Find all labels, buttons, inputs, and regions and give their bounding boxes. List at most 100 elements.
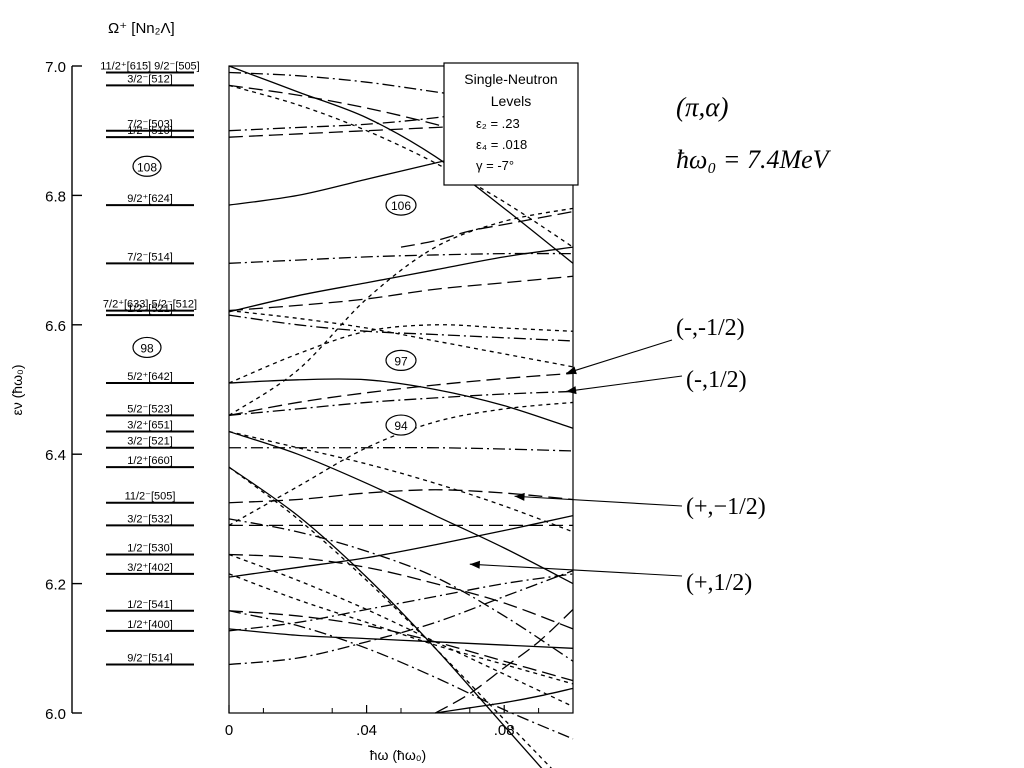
level-curve-29	[228, 324, 574, 384]
level-label-11: 3/2⁻[521]	[127, 436, 173, 448]
level-header: Ω⁺ [Nn₂Λ]	[108, 20, 175, 37]
level-curve-20	[229, 446, 574, 452]
level-curve-4	[228, 246, 574, 313]
parameter-box-line-4: ε₄ = .018	[476, 137, 527, 152]
level-curve-12	[228, 553, 574, 630]
level-label-16: 3/2⁺[402]	[127, 562, 173, 574]
level-curve-2	[228, 628, 574, 649]
level-curve-37	[228, 573, 574, 685]
level-curve-0	[228, 466, 543, 768]
level-scheme: 11/2⁺[615] 9/2⁻[505]3/2⁻[512]7/2⁻[503]1/…	[100, 60, 200, 666]
shell-gap-circle-1	[132, 336, 162, 359]
level-label-8: 5/2⁺[642]	[127, 371, 173, 383]
legend-arrow-head-0	[566, 366, 577, 375]
plot-gap-label-1: 97	[394, 354, 408, 368]
y-tick-label-1: 6.2	[45, 577, 66, 594]
shell-gap-circle-0	[132, 155, 162, 177]
level-label-12: 1/2⁺[660]	[127, 455, 173, 467]
y-axis-label: εν (ħω₀)	[9, 365, 25, 416]
shell-gap-label-0: 108	[137, 160, 157, 174]
level-curve-17	[400, 210, 574, 248]
parameter-box-line-3: ε₂ = .23	[476, 116, 520, 131]
level-curve-28	[228, 610, 574, 740]
level-curve-26	[228, 570, 574, 666]
level-curve-9	[228, 372, 574, 417]
y-tick-label-5: 7.0	[45, 59, 66, 76]
legend-arrow-head-1	[566, 386, 577, 395]
style-legend-arrows	[469, 339, 683, 577]
x-axis-label: ħω (ħω₀)	[370, 747, 426, 763]
level-label-9: 5/2⁻[523]	[127, 403, 173, 415]
x-tick-group: 0 .04 .08	[225, 705, 540, 739]
style-legend-entry-4: (+,1/2)	[686, 570, 752, 596]
style-legend: (π,α) ħω₀ = 7.4MeV (-,-1/2) (-,1/2) (+,−…	[469, 92, 832, 596]
level-curve-18	[435, 609, 574, 714]
level-curve-21	[228, 314, 574, 342]
style-legend-subtitle: ħω₀ = 7.4MeV	[676, 145, 832, 174]
level-label-3: 1/2⁻[510]	[127, 125, 173, 137]
plot-gap-circle-2	[385, 414, 417, 436]
shell-gap-label-1: 98	[140, 341, 154, 355]
parameter-box-line-2: Levels	[491, 93, 531, 109]
level-label-18: 1/2⁺[400]	[127, 619, 173, 631]
level-label-15: 1/2⁻[530]	[127, 542, 173, 554]
x-tick-label-0: 0	[225, 722, 233, 739]
plot-gap-label-2: 94	[394, 419, 408, 433]
level-curve-25	[228, 518, 574, 662]
style-legend-entry-2: (-,1/2)	[686, 367, 747, 393]
level-label-13: 11/2⁻[505]	[125, 491, 176, 503]
level-label-10: 3/2⁺[651]	[127, 420, 173, 432]
level-curve-6	[228, 65, 574, 264]
level-curve-32	[228, 466, 553, 768]
y-axis: 6.0 6.2 6.4 6.6 6.8 7.0 εν (ħω₀)	[9, 59, 82, 723]
parameter-box-line-5: γ = -7°	[476, 158, 514, 173]
level-curve-22	[228, 252, 574, 264]
plot-gap-label-0: 106	[391, 199, 411, 213]
level-label-1: 3/2⁻[512]	[127, 73, 173, 85]
level-curve-14	[228, 275, 574, 312]
level-label-6: 7/2⁺[633] 5/2⁻[512]	[103, 299, 197, 311]
level-curve-27	[228, 573, 574, 632]
level-curve-8	[435, 687, 574, 714]
y-tick-label-2: 6.4	[45, 447, 66, 464]
legend-arrow-head-3	[469, 560, 481, 569]
legend-arrow-line-0	[565, 339, 673, 374]
legend-arrow-line-1	[566, 375, 683, 392]
y-tick-label-3: 6.6	[45, 318, 66, 335]
style-legend-entry-1: (-,-1/2)	[676, 315, 745, 341]
style-legend-title: (π,α)	[676, 92, 728, 122]
shell-gap-markers: 108 98	[132, 155, 162, 359]
level-label-7: 1/2⁻[521]	[127, 303, 173, 315]
parameter-box-frame	[443, 62, 579, 186]
legend-arrow-line-2	[514, 495, 683, 507]
x-tick-label-2: .08	[494, 722, 515, 739]
plot-gap-circle-0	[385, 194, 417, 216]
x-tick-label-1: .04	[356, 722, 377, 739]
level-curve-1	[228, 515, 574, 578]
level-label-0: 11/2⁺[615] 9/2⁻[505]	[100, 60, 199, 72]
level-curve-36	[228, 553, 574, 708]
level-curve-35	[228, 84, 574, 248]
level-curve-10	[228, 489, 574, 504]
level-curve-7	[228, 430, 574, 585]
parameter-box-line-1: Single-Neutron	[464, 71, 557, 87]
level-curve-34	[228, 207, 574, 416]
parameter-box: Single-Neutron Levels ε₂ = .23 ε₄ = .018…	[443, 62, 579, 186]
level-curve-19	[228, 390, 574, 417]
y-tick-label-4: 6.8	[45, 188, 66, 205]
level-label-14: 3/2⁻[532]	[127, 513, 173, 525]
legend-arrow-head-2	[514, 492, 525, 501]
level-label-5: 7/2⁻[514]	[127, 251, 173, 263]
level-label-19: 9/2⁻[514]	[127, 652, 173, 664]
y-tick-label-0: 6.0	[45, 706, 66, 723]
y-tick-group: 6.0 6.2 6.4 6.6 6.8 7.0	[45, 59, 82, 723]
plot-gap-circle-1	[385, 349, 417, 371]
style-legend-entry-3: (+,−1/2)	[686, 494, 766, 520]
plot-gap-markers: 106 97 94	[385, 194, 417, 436]
level-label-4: 9/2⁺[624]	[127, 193, 173, 205]
level-label-2: 7/2⁻[503]	[127, 119, 173, 131]
level-label-17: 1/2⁻[541]	[127, 599, 173, 611]
level-curve-31	[228, 430, 574, 533]
level-curve-3	[228, 378, 574, 429]
